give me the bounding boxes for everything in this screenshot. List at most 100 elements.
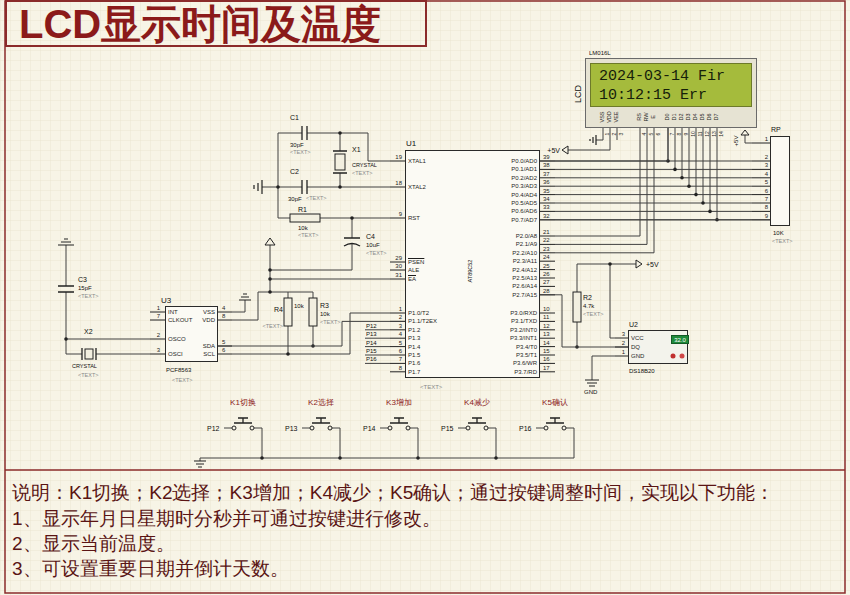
junction-dot <box>338 185 342 189</box>
pin-name: P3.5/T1 <box>516 352 537 358</box>
pin-number: 14 <box>718 131 723 137</box>
display-value: 32.0 <box>674 337 686 343</box>
crystal-symbol <box>85 349 93 359</box>
part-ref: C1 <box>290 114 299 121</box>
pin-number: 2 <box>157 332 160 338</box>
placeholder-text: <TEXT> <box>306 196 326 202</box>
pin-number: 3 <box>157 347 160 353</box>
pin-number: 11 <box>697 131 702 136</box>
pin-number: 2 <box>399 314 402 320</box>
pin-number: 2 <box>622 340 625 346</box>
sensor-body <box>628 330 688 364</box>
pin-number: 27 <box>543 279 550 285</box>
pin-name: P1.4 <box>408 344 420 350</box>
pin-name: P0.1/AD1 <box>511 166 537 172</box>
pin-number: 6 <box>765 188 768 194</box>
junction-dot <box>286 352 290 356</box>
pin-name: D0 <box>665 113 671 120</box>
pin-name: P0.2/AD2 <box>511 175 537 181</box>
switch-contact <box>388 426 392 430</box>
switch-contact <box>562 426 566 430</box>
pin-name: P0.7/AD7 <box>511 217 537 223</box>
pin-number: 3 <box>765 162 768 168</box>
junction-dot <box>694 193 698 197</box>
sensor-button <box>671 354 676 359</box>
net-label: P13 <box>366 331 377 337</box>
part-ref: R3 <box>320 302 329 309</box>
pin-name: P1.1/T2EX <box>408 318 437 324</box>
placeholder-text: <TEXT> <box>420 384 442 390</box>
pin-name: D3 <box>686 113 692 120</box>
pin-number: 8 <box>399 365 402 371</box>
placeholder-text: <TEXT> <box>290 150 310 156</box>
part-name: AT89C52 <box>468 260 474 283</box>
junctions <box>64 131 719 460</box>
pin-name: VDD <box>607 111 613 123</box>
part-ref: R1 <box>298 206 307 213</box>
part-ref: C4 <box>366 233 375 240</box>
power-label: +5V <box>646 261 659 268</box>
component-symbol <box>58 126 564 423</box>
part-ref: U3 <box>161 297 171 305</box>
resistor-symbol <box>573 292 581 322</box>
pin-number: 34 <box>543 196 550 202</box>
junction-dot <box>608 262 612 266</box>
pin-name: SDA <box>203 343 215 349</box>
net-label: P14 <box>363 425 375 432</box>
sensor-button <box>680 354 685 359</box>
part-value: CRYSTAL <box>72 364 97 370</box>
pin-number: 36 <box>543 179 550 185</box>
net-label: P13 <box>285 425 297 432</box>
part-ref: R2 <box>583 294 592 301</box>
part-ref: X2 <box>84 328 93 335</box>
pin-number: 16 <box>543 356 550 362</box>
pin-name: P3.0/RXD <box>510 310 537 316</box>
pin-number: 29 <box>395 255 402 261</box>
part-ref: X1 <box>352 146 361 153</box>
pin-name: P1.2 <box>408 327 420 333</box>
pin-number: 13 <box>543 331 550 337</box>
pin-name: XTAL1 <box>408 158 426 164</box>
resistor-pack: RP10K <box>770 136 790 226</box>
switch-contact <box>544 426 548 430</box>
pin-name: XTAL2 <box>408 184 426 190</box>
note-text: 1、显示年月日星期时分秒并可通过按键进行修改。 <box>12 509 441 528</box>
placeholder-text: <TEXT> <box>772 239 792 245</box>
placeholder-text: <TEXT> <box>366 251 386 257</box>
wire-connector <box>540 219 770 220</box>
pin-name: P2.5/A13 <box>512 275 537 281</box>
pin-name: P2.1/A9 <box>516 241 537 247</box>
note-text: 2、显示当前温度。 <box>12 534 175 553</box>
pin-number: 9 <box>683 133 688 136</box>
pin-number: 32 <box>543 213 550 219</box>
pin-name: P3.6/WR <box>513 360 537 366</box>
pin-name: P2.2/A10 <box>512 250 537 256</box>
pin-name: CLKOUT <box>168 317 192 323</box>
resistor-symbol <box>290 214 320 222</box>
pin-number: 8 <box>765 204 768 210</box>
pin-name: P1.7 <box>408 369 420 375</box>
pin-number: 1 <box>765 136 768 142</box>
junction-dot <box>268 290 272 294</box>
pin-number: 4 <box>222 305 225 311</box>
junction-dot <box>64 337 68 341</box>
pin-name: P2.0/A8 <box>516 233 537 239</box>
junction-dot <box>673 168 677 172</box>
wire-connector <box>540 128 668 161</box>
pin-number: 7 <box>399 356 402 362</box>
resistor-symbol <box>309 298 317 326</box>
pin-name: VSS <box>600 111 606 122</box>
pin-name: P2.7/A15 <box>512 292 537 298</box>
pin-name: VDD <box>202 317 215 323</box>
note-divider <box>5 469 845 471</box>
part-label: LCD <box>574 85 583 103</box>
pin-name: D5 <box>700 113 706 120</box>
switch-contact <box>484 426 488 430</box>
pin-number: 1 <box>157 305 160 311</box>
sensor-display: 32.0 <box>671 335 689 344</box>
part-ref: C2 <box>290 168 299 175</box>
pin-name: P1.0/T2 <box>408 310 429 316</box>
pin-name: EA <box>408 276 416 282</box>
placeholder-text: <TEXT> <box>78 294 98 300</box>
